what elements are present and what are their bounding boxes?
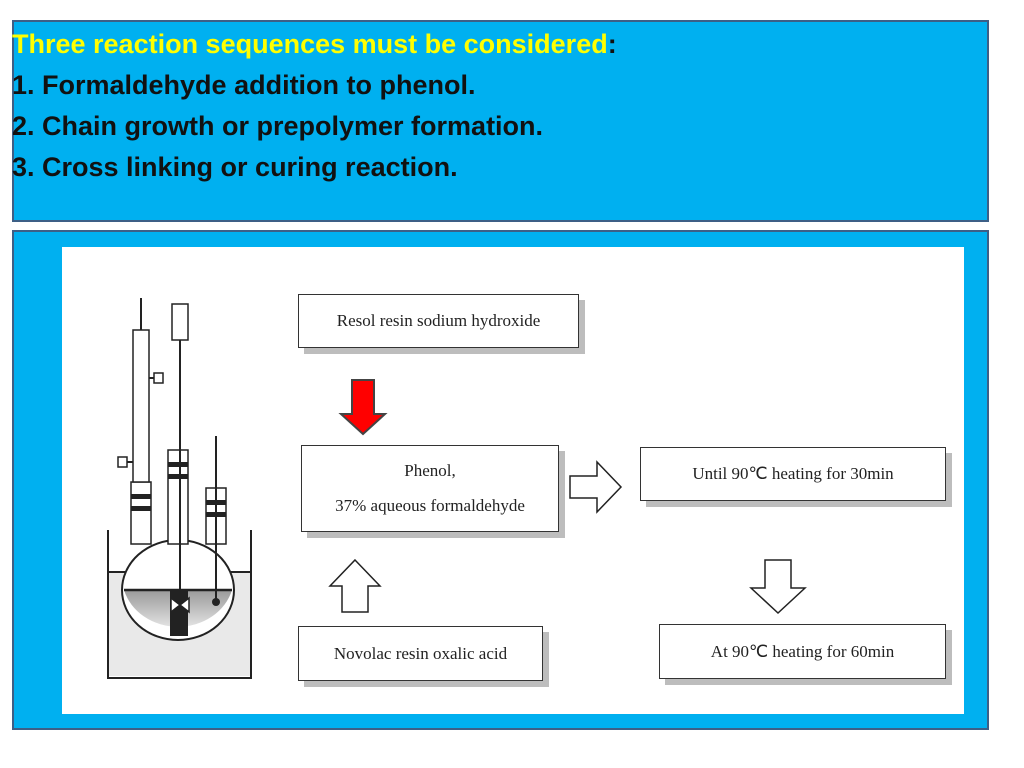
- title-line: Three reaction sequences must be conside…: [12, 24, 617, 65]
- title-colon: :: [607, 29, 617, 59]
- up-arrow-icon: [328, 558, 382, 613]
- condenser-inlet-tip: [117, 456, 128, 468]
- stirrer-blade: [170, 596, 190, 614]
- right-arrow-icon: [569, 460, 623, 514]
- title-panel: [12, 20, 989, 222]
- bath-vessel: [107, 530, 252, 679]
- thermometer-bulb: [212, 598, 220, 606]
- resol-box-text: Resol resin sodium hydroxide: [336, 311, 541, 330]
- title-highlight: Three reaction sequences must be conside…: [12, 29, 608, 59]
- step-3: 3. Cross linking or curing reaction.: [12, 152, 458, 182]
- resol-box: Resol resin sodium hydroxide: [298, 294, 579, 348]
- novolac-box: Novolac resin oxalic acid: [298, 626, 543, 681]
- heat30-box-text: Until 90℃ heating for 30min: [692, 464, 894, 483]
- phenol-box-line2: 37% aqueous formaldehyde: [335, 495, 525, 515]
- center-neck: [167, 449, 189, 545]
- heat60-box-text: At 90℃ heating for 60min: [710, 641, 895, 661]
- phenol-box: Phenol, 37% aqueous formaldehyde: [301, 445, 559, 532]
- phenol-box-line1: Phenol,: [404, 461, 456, 481]
- condenser-outlet-tip: [153, 372, 164, 384]
- down-arrow-icon: [749, 559, 807, 615]
- red-down-arrow-icon: [338, 379, 388, 436]
- novolac-box-text: Novolac resin oxalic acid: [333, 643, 508, 663]
- heat30-box: Until 90℃ heating for 30min: [640, 447, 946, 501]
- step-2: 2. Chain growth or prepolymer formation.: [12, 111, 544, 141]
- step-1: 1. Formaldehyde addition to phenol.: [12, 70, 476, 100]
- heat60-box: At 90℃ heating for 60min: [659, 624, 946, 679]
- title-text-block: Three reaction sequences must be conside…: [12, 24, 617, 188]
